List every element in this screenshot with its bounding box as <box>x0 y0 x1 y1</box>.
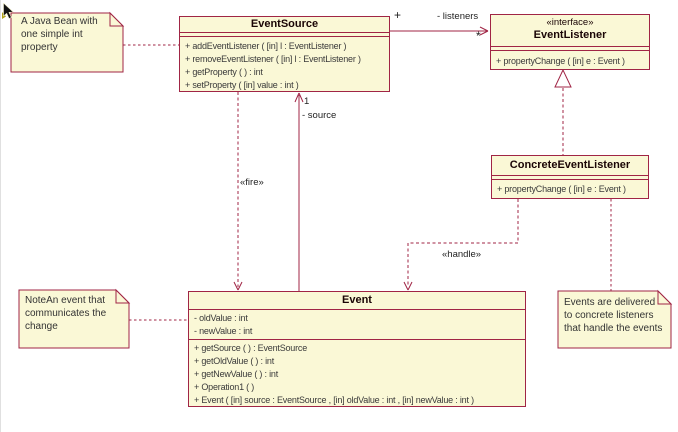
class-title: EventSource <box>180 17 389 33</box>
note-events-delivered[interactable] <box>557 289 673 349</box>
class-title: ConcreteEventListener <box>492 156 648 176</box>
dependency-handle[interactable] <box>403 199 519 291</box>
operation: + getProperty ( ) : int <box>185 67 263 77</box>
operations-compartment: + addEventListener ( [in] l : EventListe… <box>180 37 389 92</box>
operation: + addEventListener ( [in] l : EventListe… <box>185 41 347 51</box>
attribute: - oldValue : int <box>194 313 248 323</box>
association-source[interactable] <box>294 92 304 291</box>
class-event[interactable]: Event - oldValue : int - newValue : int … <box>188 291 526 407</box>
assoc-listeners-source-visibility-label: + <box>394 8 402 22</box>
operation: + getOldValue ( ) : int <box>194 356 275 366</box>
note-fold <box>115 288 131 304</box>
operation: + Event ( [in] source : EventSource , [i… <box>194 395 474 405</box>
stereotype: «interface» <box>546 17 594 28</box>
attribute: - newValue : int <box>194 326 253 336</box>
operation: + removeEventListener ( [in] l : EventLi… <box>185 54 361 64</box>
class-eventsource[interactable]: EventSource + addEventListener ( [in] l … <box>179 16 390 92</box>
class-name: EventListener <box>533 29 607 41</box>
arrowhead-open <box>233 281 243 291</box>
class-title: «interface» EventListener <box>491 15 649 47</box>
class-eventlistener[interactable]: «interface» EventListener + propertyChan… <box>490 14 650 70</box>
note-java-bean-text: A Java Bean with one simple int property <box>21 16 98 53</box>
attributes-compartment <box>180 33 389 37</box>
operation: + propertyChange ( [in] e : Event ) <box>496 56 625 66</box>
operation: + propertyChange ( [in] e : Event ) <box>497 184 626 194</box>
attributes-compartment <box>492 176 648 180</box>
note-event-change-text: NoteAn event that communicates the chang… <box>25 295 107 332</box>
assoc-listeners-multiplicity-label: * <box>476 29 481 43</box>
assoc-listeners-role-label: - listeners <box>437 11 479 22</box>
attributes-compartment <box>491 47 649 51</box>
arrowhead-open <box>294 92 304 103</box>
class-title: Event <box>189 292 525 310</box>
operation: + getSource ( ) : EventSource <box>194 343 308 353</box>
operation: + getNewValue ( ) : int <box>194 369 279 379</box>
class-concreteeventlistener[interactable]: ConcreteEventListener + propertyChange (… <box>491 155 649 199</box>
arrowhead-triangle <box>554 68 572 88</box>
arrowhead-open <box>479 26 489 36</box>
attributes-compartment: - oldValue : int - newValue : int <box>189 310 525 340</box>
note-java-bean[interactable] <box>10 11 125 73</box>
note-events-delivered-text: Events are delivered to concrete listene… <box>564 297 663 334</box>
operations-compartment: + getSource ( ) : EventSource + getOldVa… <box>189 340 525 407</box>
operations-compartment: + propertyChange ( [in] e : Event ) <box>491 51 649 68</box>
dependency-handle-stereotype-label: «handle» <box>442 249 482 260</box>
dependency-fire[interactable] <box>233 92 243 291</box>
operation: + setProperty ( [in] value : int ) <box>185 80 299 90</box>
operations-compartment: + propertyChange ( [in] e : Event ) <box>492 180 648 196</box>
assoc-source-multiplicity-label: 1 <box>304 96 310 107</box>
association-listeners[interactable] <box>390 26 489 36</box>
note-event-change[interactable] <box>18 288 131 349</box>
realization-concretelistener-eventlistener[interactable] <box>554 68 572 155</box>
arrowhead-open <box>403 281 413 291</box>
operation: + Operation1 ( ) <box>194 382 255 392</box>
note-fold <box>109 11 125 27</box>
dependency-fire-stereotype-label: «fire» <box>240 177 264 188</box>
note-fold <box>657 289 673 305</box>
assoc-source-role-label: - source <box>302 110 337 121</box>
mouse-cursor-icon <box>2 3 14 20</box>
